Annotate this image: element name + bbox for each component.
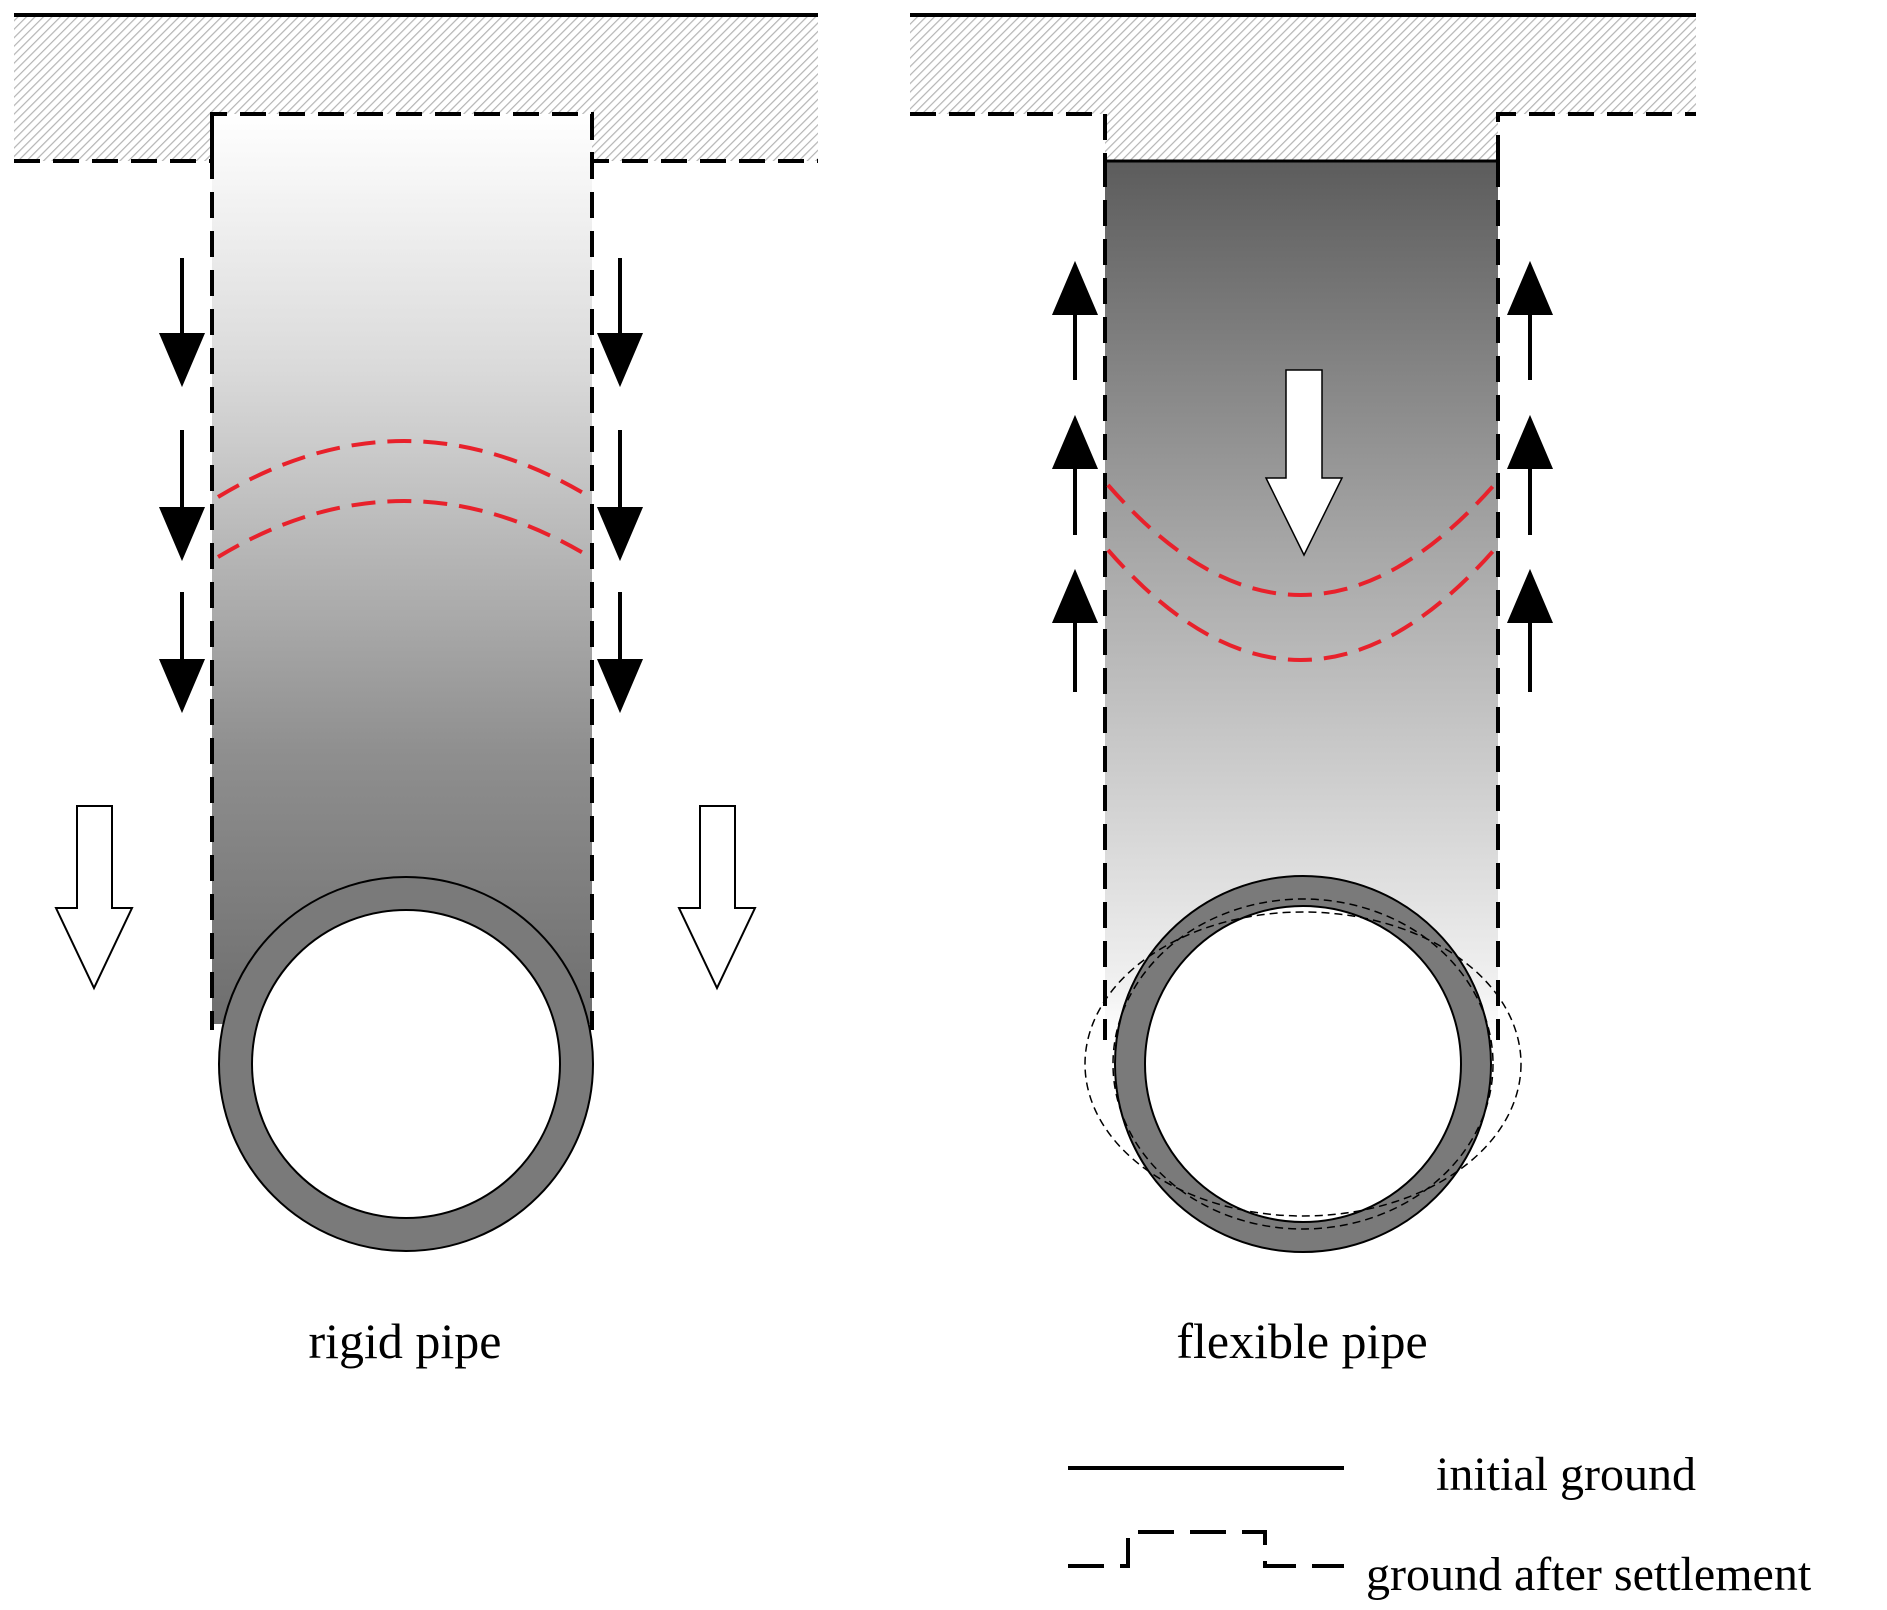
flexible-crack-line [1106,483,1496,597]
flexible-settled-ground-line [910,112,1696,161]
flexible-friction-arrows [1051,260,1554,692]
flexible-pipe-bore [1144,905,1462,1223]
rigid-trench-column [212,114,592,1024]
soil-settlement-arrow-left [54,805,134,991]
rigid-soil-hatch [14,15,818,161]
deformed-pipe-outline [1112,898,1494,1230]
flexible-crack-line [1106,548,1496,662]
rigid-pipe-bore [251,909,561,1219]
legend-settled-ground-label: ground after settlement [1366,1548,1812,1601]
deformed-pipe-outline [1084,911,1522,1217]
rigid-pipe-panel: rigid pipe [14,13,818,1369]
rigid-crack-line [216,439,592,499]
legend: initial ground ground after settlement [1068,1448,1812,1601]
flexible-soil-hatch [910,15,1696,161]
legend-settled-ground-swatch [1068,1530,1344,1568]
flexible-pipe-panel: flexible pipe [910,13,1696,1369]
load-arrow [1264,369,1344,557]
flexible-pipe-caption: flexible pipe [1176,1313,1427,1369]
rigid-pipe-caption: rigid pipe [308,1313,501,1369]
rigid-settled-ground-line [14,112,818,163]
rigid-crack-line [216,499,592,559]
soil-settlement-arrow-right [677,805,757,991]
rigid-friction-arrows [158,258,644,714]
legend-initial-ground-label: initial ground [1436,1448,1696,1501]
